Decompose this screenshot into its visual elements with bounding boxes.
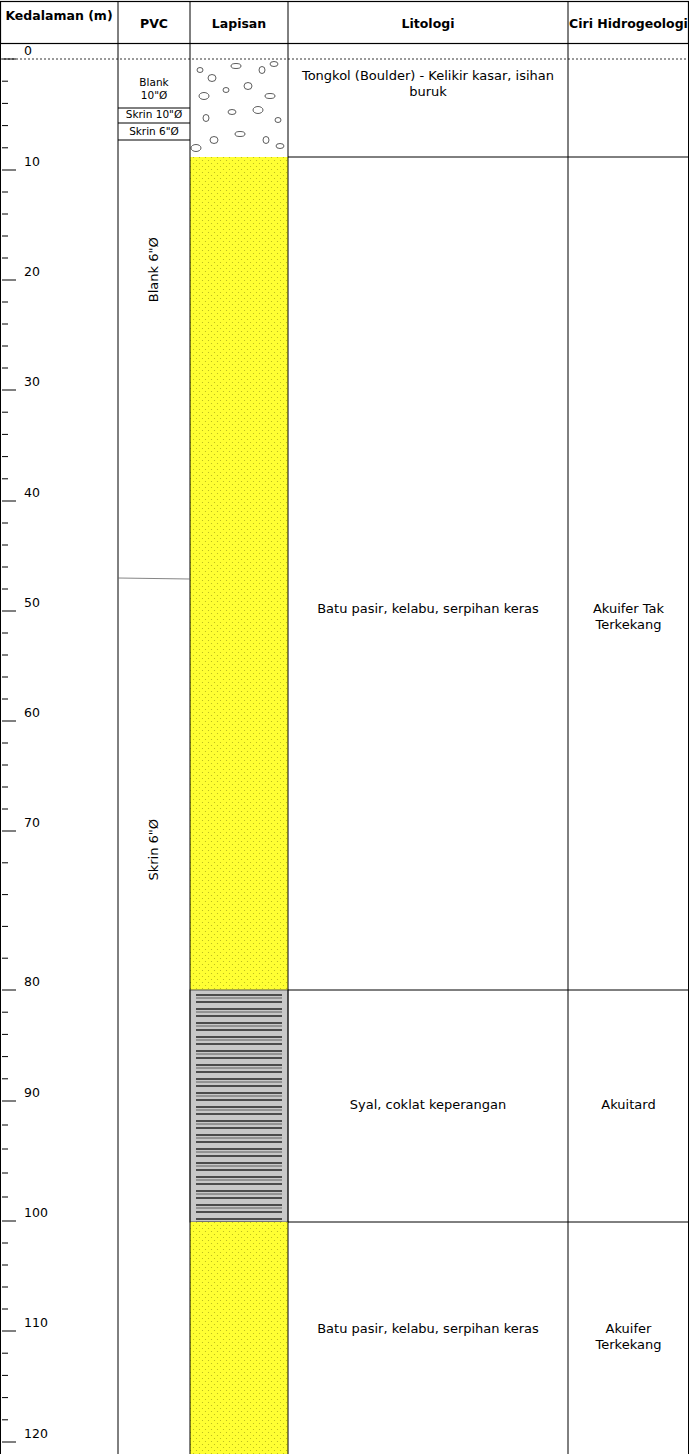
depth-number: 50 bbox=[24, 595, 64, 610]
depth-number: 20 bbox=[24, 264, 64, 279]
casing-label: Blank 6"Ø bbox=[146, 220, 162, 320]
lithology-text: Batu pasir, kelabu, serpihan keras bbox=[296, 601, 560, 617]
hydrogeology-text: Akuitard bbox=[572, 1097, 685, 1113]
lithology-text: Batu pasir, kelabu, serpihan keras bbox=[296, 1321, 560, 1337]
hydrogeology-text: Akuifer Terkekang bbox=[572, 1321, 685, 1352]
depth-number: 0 bbox=[24, 43, 64, 58]
depth-number: 30 bbox=[24, 374, 64, 389]
casing-label: Blank 10"Ø bbox=[126, 76, 182, 101]
sandstone-layer bbox=[190, 1222, 288, 1454]
depth-number: 80 bbox=[24, 974, 64, 989]
casing-label: Skrin 10"Ø bbox=[118, 108, 190, 121]
depth-number: 70 bbox=[24, 815, 64, 830]
depth-number: 60 bbox=[24, 705, 64, 720]
depth-number: 40 bbox=[24, 485, 64, 500]
shale-layer bbox=[190, 990, 288, 1222]
boulder-symbols bbox=[191, 62, 284, 152]
depth-number: 100 bbox=[24, 1205, 64, 1220]
hydrogeology-text: Akuifer Tak Terkekang bbox=[572, 601, 685, 632]
column-header: Lapisan bbox=[190, 16, 288, 31]
depth-number: 110 bbox=[24, 1315, 64, 1330]
depth-number: 90 bbox=[24, 1085, 64, 1100]
depth-ticks bbox=[2, 59, 16, 1442]
depth-number: 120 bbox=[24, 1426, 64, 1441]
lithology-text: Tongkol (Boulder) - Kelikir kasar, isiha… bbox=[296, 68, 560, 99]
depth-number: 10 bbox=[24, 154, 64, 169]
column-header: Litologi bbox=[288, 16, 568, 31]
column-header: Kedalaman (m) bbox=[0, 8, 118, 23]
casing-label: Skrin 6"Ø bbox=[118, 125, 190, 138]
sandstone-layer bbox=[190, 157, 288, 990]
lithology-text: Syal, coklat keperangan bbox=[296, 1097, 560, 1113]
column-header: PVC bbox=[118, 16, 190, 31]
column-header: Ciri Hidrogeologi bbox=[568, 16, 689, 31]
casing-label: Skrin 6"Ø bbox=[146, 800, 162, 900]
